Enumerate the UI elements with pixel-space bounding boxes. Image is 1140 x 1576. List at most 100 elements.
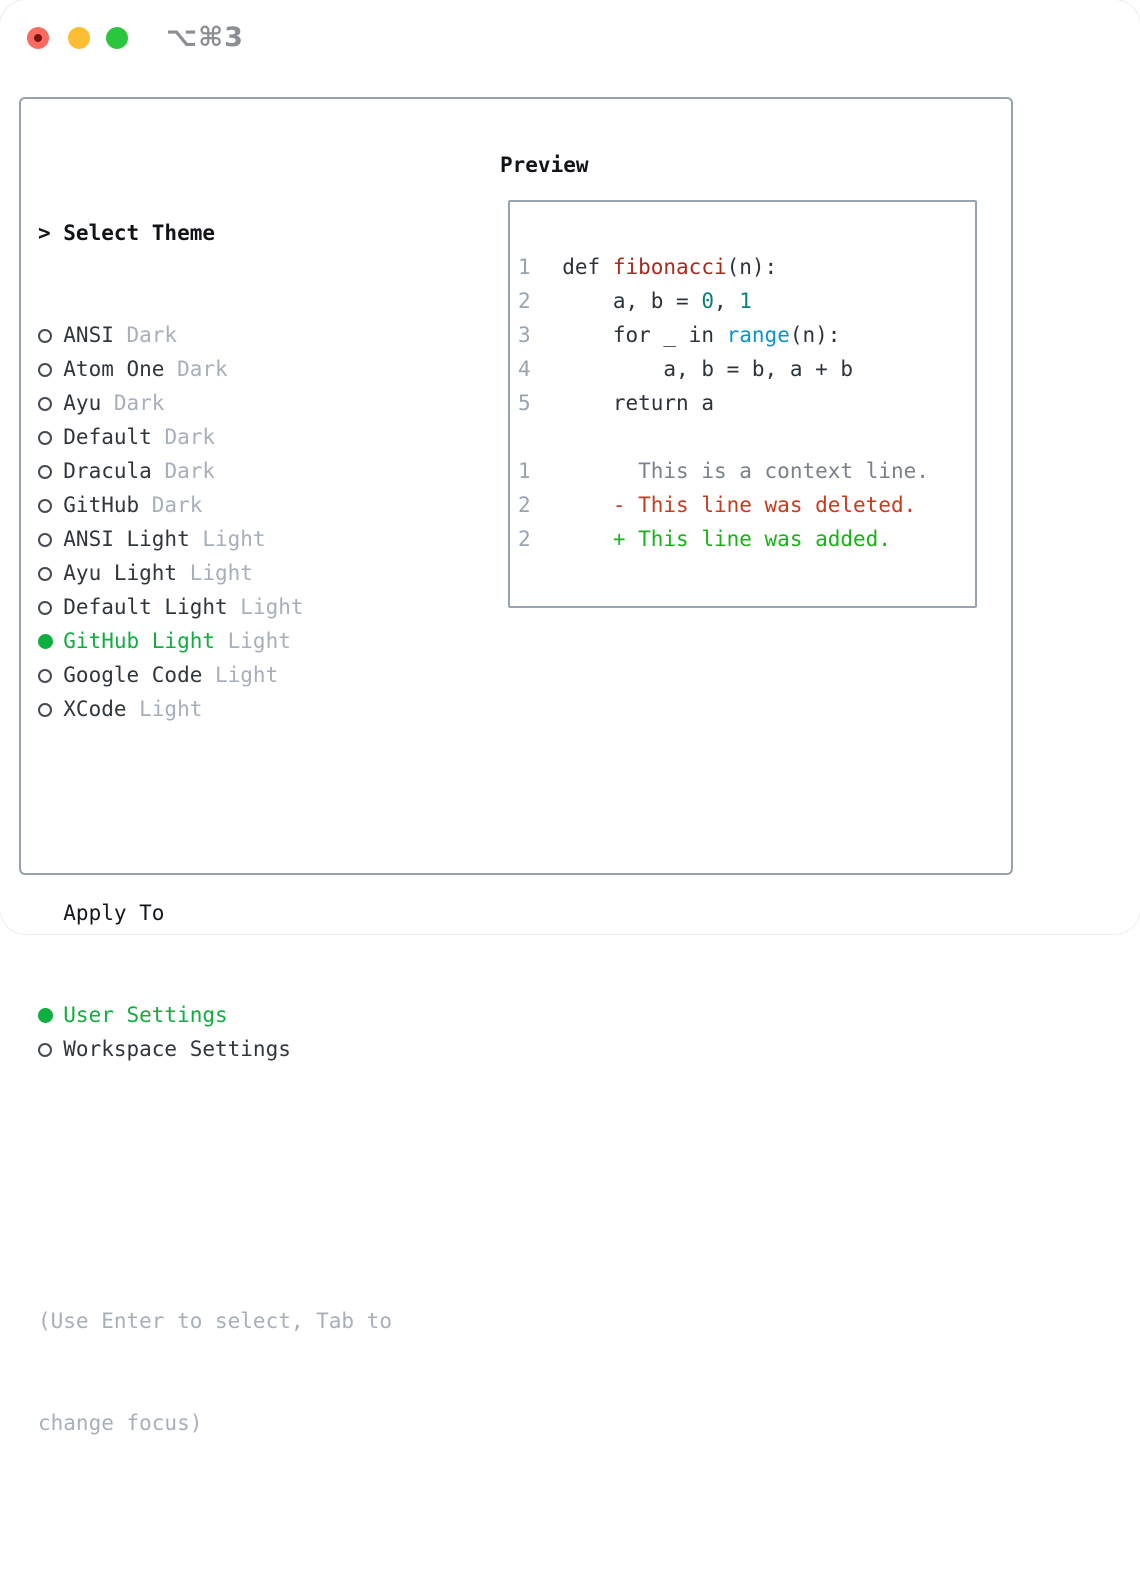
spacer — [38, 794, 392, 828]
theme-option-dracula[interactable]: Dracula Dark — [38, 454, 392, 488]
code-token: fibonacci — [612, 255, 727, 279]
apply-option-name: User Settings — [63, 1003, 228, 1027]
code-token: - This line was deleted. — [562, 493, 917, 517]
line-number: 3 — [518, 323, 531, 347]
close-button[interactable] — [27, 27, 49, 49]
line-number: 1 — [518, 255, 531, 279]
theme-name: Default — [63, 425, 152, 449]
preview-line-code: 2 a, b = 0, 1 — [518, 284, 975, 318]
code-token: def — [562, 255, 613, 279]
theme-variant: Light — [177, 561, 253, 585]
theme-option-ansi-light[interactable]: ANSI Light Light — [38, 522, 392, 556]
apply-option-name: Workspace Settings — [63, 1037, 291, 1061]
radio-unselected-icon — [38, 488, 63, 522]
apply-option-user-settings[interactable]: User Settings — [38, 998, 392, 1032]
theme-variant: Light — [202, 663, 279, 687]
radio-unselected-icon — [38, 1032, 63, 1066]
theme-option-ayu[interactable]: Ayu Dark — [38, 386, 392, 420]
section-title: Apply To — [63, 901, 165, 925]
radio-unselected-icon — [38, 420, 63, 454]
theme-name: ANSI — [63, 323, 114, 347]
theme-name: Default Light — [63, 595, 228, 619]
theme-option-ansi[interactable]: ANSI Dark — [38, 318, 392, 352]
line-number: 1 — [518, 459, 531, 483]
theme-option-google-code[interactable]: Google Code Light — [38, 658, 392, 692]
radio-selected-icon — [38, 624, 63, 658]
zoom-button[interactable] — [106, 27, 128, 49]
radio-unselected-icon — [38, 386, 63, 420]
theme-variant: Light — [227, 595, 304, 619]
code-token: (n): — [726, 255, 778, 279]
theme-option-xcode[interactable]: XCode Light — [38, 692, 392, 726]
preview-line-code: 3 for _ in range(n): — [518, 318, 975, 352]
theme-variant: Light — [215, 629, 291, 653]
preview-line-deleted: 2 - This line was deleted. — [518, 488, 975, 522]
theme-option-default-light[interactable]: Default Light Light — [38, 590, 392, 624]
code-token: a, b = — [562, 289, 702, 313]
theme-name: Ayu — [63, 391, 102, 415]
theme-variant: Dark — [151, 425, 216, 449]
theme-option-ayu-light[interactable]: Ayu Light Light — [38, 556, 392, 590]
theme-variant: Light — [189, 527, 266, 551]
radio-unselected-icon — [38, 454, 63, 488]
code-token: (n): — [789, 323, 841, 347]
hint-text: (Use Enter to select, Tab to change focu… — [38, 1236, 392, 1508]
line-number: 2 — [518, 289, 531, 313]
theme-name: GitHub Light — [63, 629, 215, 653]
line-number: 5 — [518, 391, 531, 415]
code-token: a, b = b, a + b — [562, 357, 854, 381]
apply-to-header: Apply To — [38, 896, 392, 930]
theme-variant: Dark — [164, 357, 228, 381]
code-token: This is a context line. — [562, 459, 929, 483]
radio-unselected-icon — [38, 658, 63, 692]
code-token: 0 — [701, 289, 714, 313]
preview-line-code: 5 return a — [518, 386, 975, 420]
radio-unselected-icon — [38, 692, 63, 726]
theme-name: Google Code — [63, 663, 203, 687]
preview-line-context: 1 This is a context line. — [518, 454, 975, 488]
preview-line-code: 4 a, b = b, a + b — [518, 352, 975, 386]
theme-option-default[interactable]: Default Dark — [38, 420, 392, 454]
theme-variant: Dark — [113, 323, 178, 347]
radio-unselected-icon — [38, 318, 63, 352]
theme-variant: Dark — [101, 391, 165, 415]
preview-blank-line — [518, 420, 975, 454]
minimize-button[interactable] — [68, 27, 90, 49]
radio-unselected-icon — [38, 556, 63, 590]
theme-option-atom-one[interactable]: Atom One Dark — [38, 352, 392, 386]
section-title: Select Theme — [63, 221, 215, 245]
theme-name: GitHub — [63, 493, 140, 517]
line-number: 2 — [518, 493, 531, 517]
preview-line-added: 2 + This line was added. — [518, 522, 975, 556]
code-token: + This line was added. — [562, 527, 891, 551]
radio-selected-icon — [38, 998, 63, 1032]
hint-line: change focus) — [38, 1411, 203, 1435]
code-token: for _ in — [562, 323, 727, 347]
window-title: ⌥⌘3 — [166, 22, 244, 53]
code-token: range — [726, 323, 790, 347]
theme-option-github[interactable]: GitHub Dark — [38, 488, 392, 522]
unsaved-dot-icon — [34, 34, 42, 42]
theme-name: Ayu Light — [63, 561, 178, 585]
preview-title: Preview — [500, 153, 589, 177]
theme-name: Atom One — [63, 357, 165, 381]
code-token: return a — [562, 391, 714, 415]
theme-name: ANSI Light — [63, 527, 190, 551]
spacer — [38, 1134, 392, 1168]
theme-name: Dracula — [63, 459, 152, 483]
line-number: 4 — [518, 357, 531, 381]
theme-variant: Light — [126, 697, 203, 721]
select-theme-header: >Select Theme — [38, 216, 392, 250]
theme-variant: Dark — [139, 493, 203, 517]
theme-variant: Dark — [151, 459, 216, 483]
radio-unselected-icon — [38, 590, 63, 624]
theme-option-github-light[interactable]: GitHub Light Light — [38, 624, 392, 658]
theme-name: XCode — [63, 697, 127, 721]
code-token: 1 — [739, 289, 752, 313]
apply-option-workspace-settings[interactable]: Workspace Settings — [38, 1032, 392, 1066]
